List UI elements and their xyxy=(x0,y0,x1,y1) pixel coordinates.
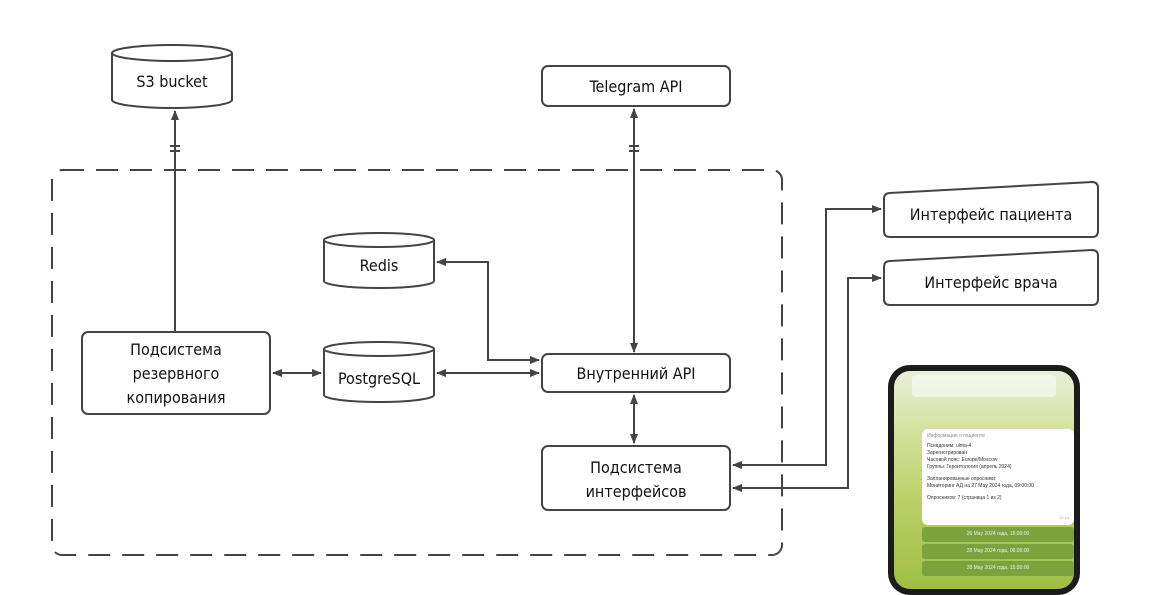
scheduled-item: Мониторинг АД на 27 May 2024 года, 09:00… xyxy=(927,483,1034,489)
interfaces-label-line: Подсистема xyxy=(590,458,682,477)
info-line: Группы: Геронтология (апрель 2024) xyxy=(927,464,1012,470)
telegram-chat-screen: Информация о пациенте Псевдоним: ulma-4 … xyxy=(894,371,1074,589)
edge-interfaces-patient xyxy=(732,205,882,469)
redis-node xyxy=(323,232,435,289)
backup-label-line: копирования xyxy=(127,388,226,407)
scheduled-title: Запланированные опросники: xyxy=(927,476,997,482)
architecture-diagram: S3 bucket Telegram API Redis PostgreSQL … xyxy=(51,44,1099,556)
info-line: Часовой пояс: Europe/Moscow xyxy=(927,457,998,463)
info-line: Псевдоним: ulma-4 xyxy=(927,443,972,449)
survey-button[interactable]: 28 May 2024 года, 15:00:00 xyxy=(922,561,1074,576)
interfaces-label-line: интерфейсов xyxy=(586,482,687,501)
patient-ui-label: Интерфейс пациента xyxy=(910,205,1072,224)
patient-info-message: Информация о пациенте Псевдоним: ulma-4 … xyxy=(922,429,1074,525)
telegram-label: Telegram API xyxy=(588,77,682,96)
card-title: Информация о пациенте xyxy=(927,433,985,439)
telegram-api-node xyxy=(541,65,731,107)
internal-api-label: Внутренний API xyxy=(576,364,695,383)
patient-ui-node xyxy=(883,180,1099,238)
redis-label: Redis xyxy=(360,256,399,275)
survey-button[interactable]: 28 May 2024 года, 06:00:00 xyxy=(922,544,1074,559)
s3-bucket-node xyxy=(111,44,233,109)
system-boundary xyxy=(51,169,783,556)
s3-label: S3 bucket xyxy=(136,72,208,91)
chat-header xyxy=(912,375,1056,397)
edge-redis-api xyxy=(436,258,540,364)
message-time: 12:14 xyxy=(1058,515,1069,520)
doctor-ui-node xyxy=(883,248,1099,306)
backup-label-line: Подсистема xyxy=(130,340,222,359)
postgresql-node xyxy=(323,341,435,403)
count-line: Опросников: 7 (страница 1 из 2) xyxy=(927,495,1002,501)
postgresql-label: PostgreSQL xyxy=(338,369,420,388)
backup-label-line: резервного xyxy=(133,364,220,383)
doctor-ui-label: Интерфейс врача xyxy=(924,273,1057,292)
phone-screenshot: Информация о пациенте Псевдоним: ulma-4 … xyxy=(888,365,1080,595)
internal-api-node xyxy=(541,353,731,393)
info-line: Зарегистрирован xyxy=(927,450,968,456)
edge-interfaces-doctor xyxy=(732,274,882,492)
interfaces-subsystem-node xyxy=(541,445,731,511)
backup-subsystem-node xyxy=(81,331,271,415)
survey-button[interactable]: 26 May 2024 года, 15:00:00 xyxy=(922,527,1074,542)
